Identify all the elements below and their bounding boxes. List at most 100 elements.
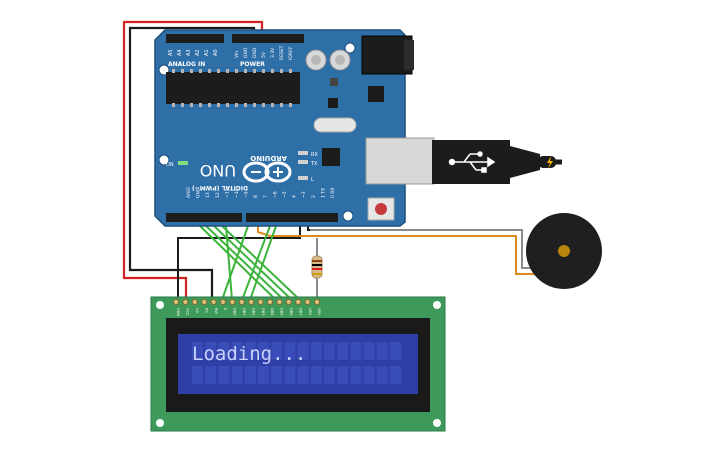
digital-label: DIGITAL (PWM~) <box>192 184 248 191</box>
lcd-pin[interactable] <box>172 298 180 306</box>
led-l-label: L <box>311 177 314 183</box>
lcd-pin-label: DB1 <box>242 308 246 316</box>
lcd-char-cell <box>390 342 401 360</box>
power-label: POWER <box>240 61 265 68</box>
chip-pins <box>172 69 292 107</box>
lcd-pin[interactable] <box>257 298 264 306</box>
lcd-pin[interactable] <box>304 298 311 306</box>
digital-pin-label: 4 <box>292 195 298 198</box>
lcd-char-cell <box>258 342 269 360</box>
digital-header-b[interactable] <box>246 213 338 222</box>
power-jack[interactable] <box>361 35 413 75</box>
lcd-char-cell <box>310 342 322 360</box>
usb-cable[interactable] <box>365 137 562 185</box>
lcd-char-cell <box>363 342 375 360</box>
analog-pin-label: A4 <box>177 49 183 56</box>
lcd-pin-label: DB7 <box>298 308 302 316</box>
lcd-char-cell <box>244 366 256 384</box>
power-pin-label: GND <box>252 47 258 58</box>
lcd-pin[interactable] <box>210 298 217 306</box>
analog-pin-label: A2 <box>195 49 201 56</box>
lcd-pin-label: LED <box>317 308 321 315</box>
wire-buzzer-gray[interactable] <box>310 229 538 269</box>
lcd-char-cell <box>310 366 322 384</box>
wire-green-1[interactable] <box>187 213 277 301</box>
lcd-char-cell <box>218 342 230 360</box>
digital-pin-label: 1 TX <box>320 188 326 198</box>
lcd-pin-label: LED <box>308 308 312 315</box>
lcd-char-cell <box>376 366 388 384</box>
lcd-char-cell <box>258 366 269 384</box>
lcd-pin-label: RW <box>214 308 218 314</box>
power-pin-label: Vin <box>234 51 240 58</box>
digital-pin-label: 8 <box>253 195 259 198</box>
lcd-char-cell <box>350 342 362 360</box>
wire-green-2[interactable] <box>195 213 285 301</box>
power-pin-label: IOREF <box>288 46 294 60</box>
analog-pin-labels: A5 A4 A3 A2 A1 A0 <box>168 49 219 56</box>
capacitor <box>335 55 345 65</box>
wire-5v-red[interactable] <box>122 20 264 300</box>
power-pin-label: GND <box>243 47 249 58</box>
atmega-chip <box>166 72 300 104</box>
power-pin-labels: Vin GND GND 5V 3.3V RESET IOREF <box>234 45 294 60</box>
mounting-hole <box>156 419 164 427</box>
lcd-pin[interactable] <box>238 298 245 306</box>
lcd-pin[interactable] <box>295 298 302 306</box>
mounting-hole <box>156 301 164 309</box>
lcd-pin[interactable] <box>285 298 292 306</box>
lcd-pin-label: VCC <box>186 308 190 316</box>
lcd-pin[interactable] <box>219 298 227 306</box>
led-l <box>298 176 308 180</box>
lcd-pin[interactable] <box>276 298 283 306</box>
analog-pin-label: A0 <box>213 49 219 56</box>
lcd-pin-label: DB4 <box>270 308 274 316</box>
piezo-buzzer[interactable] <box>526 213 602 289</box>
analog-header[interactable] <box>166 34 224 43</box>
lcd-pin[interactable] <box>229 298 236 306</box>
lcd-pin[interactable] <box>248 298 255 306</box>
resistor[interactable] <box>311 255 323 279</box>
mounting-hole <box>158 154 170 166</box>
lcd-pin[interactable] <box>191 298 198 306</box>
lcd-char-cell <box>271 342 283 360</box>
analog-in-label: ANALOG IN <box>168 61 205 68</box>
analog-pin-label: A5 <box>168 49 174 56</box>
power-header[interactable] <box>232 34 304 43</box>
lcd-pin[interactable] <box>201 298 208 306</box>
analog-pin-label: A3 <box>186 49 192 56</box>
lcd-line-1: Loading... <box>192 343 306 365</box>
digital-pin-label: 0 RX <box>330 187 336 198</box>
reset-button[interactable] <box>375 203 387 215</box>
lcd-cells <box>192 342 401 384</box>
lcd-pin[interactable] <box>182 298 189 306</box>
lcd-pin-label: DB6 <box>289 308 293 316</box>
lcd-char-cell <box>363 366 375 384</box>
arduino-board[interactable]: A5 A4 A3 A2 A1 A0 ANALOG IN Vin GND GND … <box>154 29 414 227</box>
lcd-pin-label: DB3 <box>261 308 265 316</box>
buzzer-center <box>558 245 570 257</box>
lcd-pin[interactable] <box>266 298 274 306</box>
usb-port <box>365 137 435 185</box>
digital-pin-label: ~11 <box>224 188 230 198</box>
lcd-pin-label: DB0 <box>233 308 237 316</box>
lcd-pin[interactable] <box>313 298 321 306</box>
lcd-char-cell <box>337 342 349 360</box>
wire-buzzer-orange[interactable] <box>257 214 536 275</box>
wire-bundle-green <box>187 213 301 301</box>
lcd-char-cell <box>350 366 362 384</box>
led-tx <box>298 160 308 164</box>
digital-pin-label: 12 <box>215 192 221 198</box>
power-pin-label: 5V <box>261 51 267 58</box>
digital-pin-label: ~9 <box>244 191 250 198</box>
lcd-char-cell <box>284 342 296 360</box>
lcd-pin-label: DB5 <box>280 308 284 316</box>
lcd-char-cell <box>205 366 217 384</box>
mounting-hole <box>433 301 441 309</box>
digital-pin-label: 7 <box>263 195 269 198</box>
digital-header-a[interactable] <box>166 213 242 222</box>
analog-pin-label: A1 <box>204 49 210 56</box>
